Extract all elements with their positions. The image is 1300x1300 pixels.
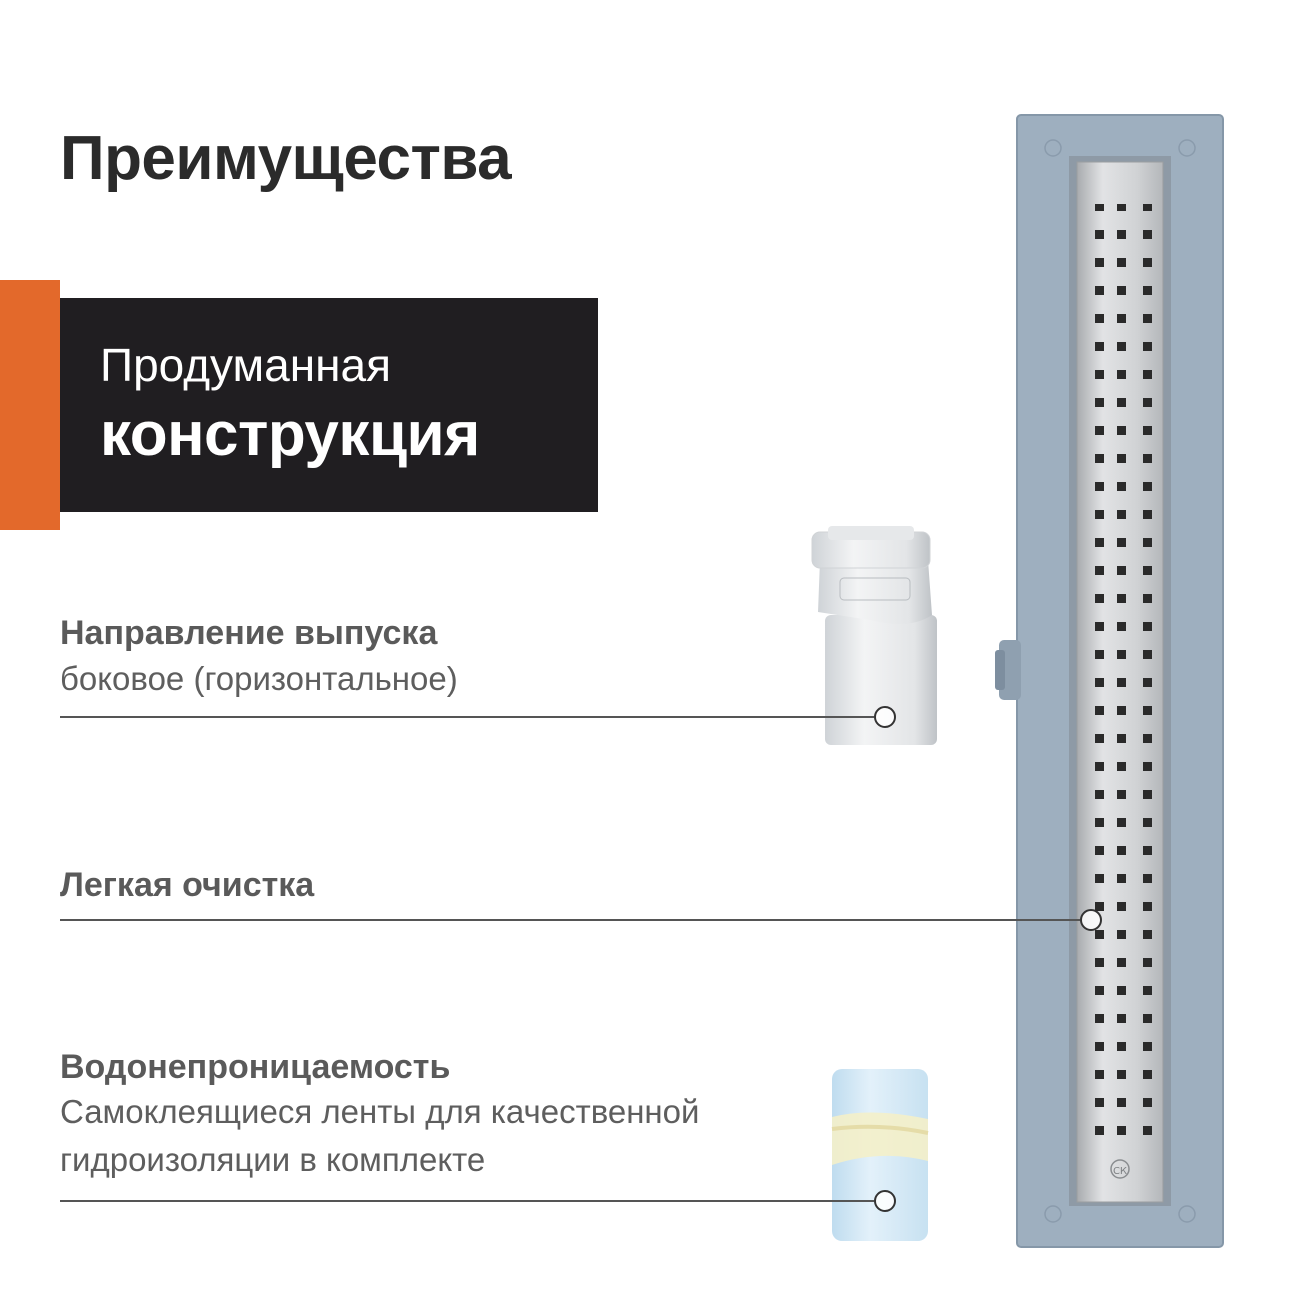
marker-waterproof	[874, 1190, 896, 1212]
banner-line-2: конструкция	[100, 400, 480, 469]
feature-outlet-text: боковое (горизонтальное)	[60, 660, 458, 697]
drain-logo: СК	[1113, 1166, 1127, 1177]
feature-waterproof-title: Водонепроницаемость	[60, 1048, 451, 1086]
leader-line-outlet	[60, 716, 874, 718]
page-title: Преимущества	[60, 124, 512, 193]
banner: Продуманная конструкция	[60, 298, 598, 512]
waterproof-tape-image	[831, 1069, 929, 1241]
leader-line-cleaning	[60, 919, 1080, 921]
leader-line-waterproof	[60, 1200, 874, 1202]
accent-bar	[0, 280, 60, 530]
feature-waterproof-text-2: гидроизоляции в комплекте	[60, 1141, 486, 1178]
marker-outlet	[874, 706, 896, 728]
feature-waterproof-text-1: Самоклеящиеся ленты для качественной	[60, 1093, 700, 1130]
banner-line-1: Продуманная	[100, 339, 392, 391]
marker-cleaning	[1080, 909, 1102, 931]
feature-outlet-title: Направление выпуска	[60, 614, 438, 652]
linear-drain-image: СК	[995, 114, 1224, 1248]
feature-cleaning-title: Легкая очистка	[60, 866, 315, 904]
outlet-pipe-image	[811, 526, 937, 745]
